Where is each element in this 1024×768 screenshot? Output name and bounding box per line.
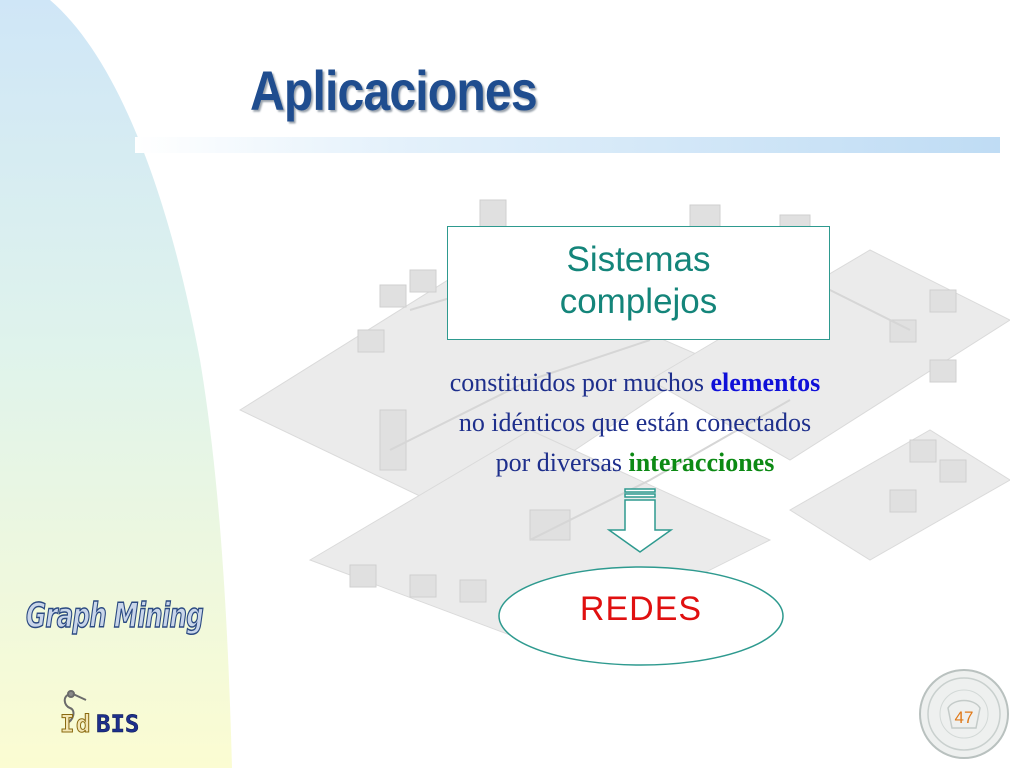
- definition-line3-text: por diversas: [495, 448, 629, 477]
- ibis-logo: I d BIS: [60, 690, 140, 739]
- title-divider-bar: [135, 137, 1000, 153]
- networks-oval: [498, 566, 784, 666]
- definition-line2: no idénticos que están conectados: [458, 408, 812, 437]
- definition-line1-text: constituidos por muchos: [449, 368, 711, 397]
- definition-line1: constituidos por muchos elementos: [385, 363, 885, 403]
- page-number: 47: [954, 708, 974, 727]
- complex-systems-box: Sistemas complejos: [447, 226, 830, 340]
- slide-title: Aplicaciones: [250, 59, 538, 122]
- svg-text:d: d: [76, 710, 90, 738]
- networks-label: REDES: [579, 590, 703, 628]
- definition-line3: por diversas interacciones: [385, 443, 885, 483]
- down-arrow-icon: [606, 488, 674, 553]
- svg-text:I: I: [60, 710, 74, 738]
- highlight-interacciones: interacciones: [628, 448, 775, 477]
- graph-mining-wordmark: Graph Mining: [25, 595, 204, 637]
- ibis-logo-text: BIS: [96, 710, 139, 738]
- complex-systems-line2: complejos: [559, 282, 718, 321]
- ibis-bird-icon: [63, 690, 87, 725]
- highlight-elementos: elementos: [710, 368, 821, 397]
- university-seal-icon: [919, 669, 1009, 759]
- definition-text: constituidos por muchos elementos no idé…: [385, 363, 885, 483]
- complex-systems-line1: Sistemas: [566, 240, 711, 279]
